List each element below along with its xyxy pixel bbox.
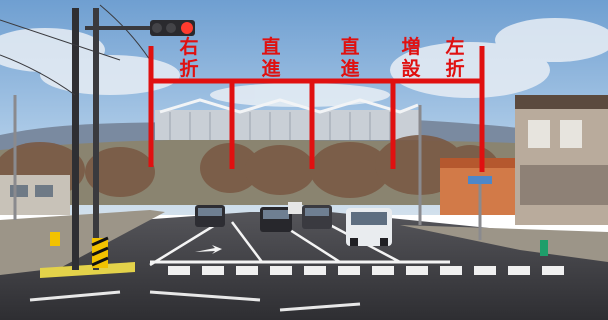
lane-label-line2: 進 <box>340 58 360 80</box>
right-sidewalk <box>400 225 608 262</box>
lane-label-line1: 直 <box>261 36 281 58</box>
median-curb <box>40 262 135 278</box>
car-left <box>195 205 225 227</box>
red-light-icon <box>181 22 193 34</box>
utility-poles <box>13 95 482 240</box>
lane-label-line2: 設 <box>401 58 421 80</box>
lane-label-added: 増 設 <box>400 36 422 80</box>
truck-distant <box>288 202 302 214</box>
turn-arrow <box>195 245 222 254</box>
car-center-right <box>302 205 332 229</box>
lane-label-line2: 折 <box>445 58 465 80</box>
lane-label-left-turn: 左 折 <box>444 36 466 80</box>
lane-label-straight-2: 直 進 <box>339 36 361 80</box>
crosswalk <box>168 266 564 275</box>
lane-label-line1: 右 <box>179 36 199 58</box>
striped-post <box>50 232 109 268</box>
lane-label-line1: 増 <box>401 36 421 58</box>
lane-label-line2: 進 <box>261 58 281 80</box>
lane-label-line1: 直 <box>340 36 360 58</box>
lane-label-straight-1: 直 進 <box>260 36 282 80</box>
intersection-markings <box>29 290 361 312</box>
lane-label-right-turn: 右 折 <box>178 36 200 80</box>
car-center <box>260 207 292 232</box>
lane-label-line2: 折 <box>179 58 199 80</box>
road-sign <box>468 176 492 184</box>
lane-markings <box>149 220 401 267</box>
green-post <box>540 240 548 256</box>
lane-label-line1: 左 <box>445 36 465 58</box>
signal-pole <box>72 8 195 270</box>
right-building <box>440 95 608 225</box>
stadium <box>155 98 420 140</box>
left-buildings <box>0 175 70 215</box>
car-white <box>346 208 392 246</box>
overhead-wires <box>0 4 151 96</box>
left-sidewalk <box>0 210 165 275</box>
lane-diagram <box>148 46 485 172</box>
